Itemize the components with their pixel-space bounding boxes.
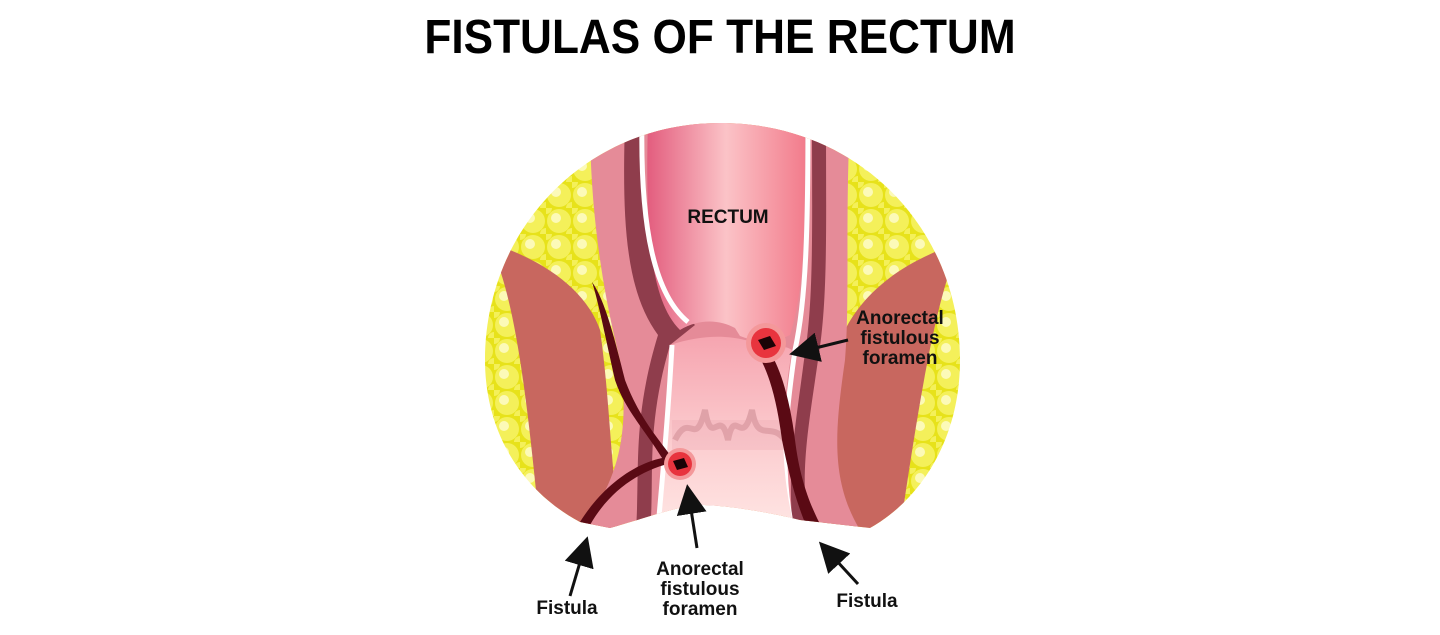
foramen-right-label: Anorectal fistulous foramen — [856, 308, 944, 369]
left-fistula-tract — [580, 282, 675, 525]
left-sphincter-muscle — [500, 250, 620, 528]
right-fistula-tract — [760, 350, 822, 528]
canal-left-lining — [655, 344, 675, 528]
right-wall-stripe — [790, 123, 827, 528]
dentate-line — [672, 409, 788, 442]
arrow-fistula-right — [818, 541, 860, 586]
rectum-label: RECTUM — [687, 207, 769, 228]
arrow-foramen-bottom — [676, 484, 707, 549]
page-title: FISTULAS OF THE RECTUM — [424, 11, 1016, 64]
foramen-bottom-opening — [664, 448, 696, 480]
arrow-foramen-right — [789, 332, 849, 362]
right-sphincter-muscle — [820, 250, 950, 528]
foramen-bottom-label: Anorectal fistulous foramen — [656, 559, 744, 620]
arrow-fistula-left — [564, 536, 594, 597]
fistula-left-label: Fistula — [536, 598, 598, 619]
rectal-lumen — [647, 123, 805, 341]
foramen-right-opening — [746, 323, 786, 363]
left-lining — [639, 123, 690, 324]
tissue-region — [485, 123, 960, 528]
fistula-right-label: Fistula — [836, 591, 898, 612]
